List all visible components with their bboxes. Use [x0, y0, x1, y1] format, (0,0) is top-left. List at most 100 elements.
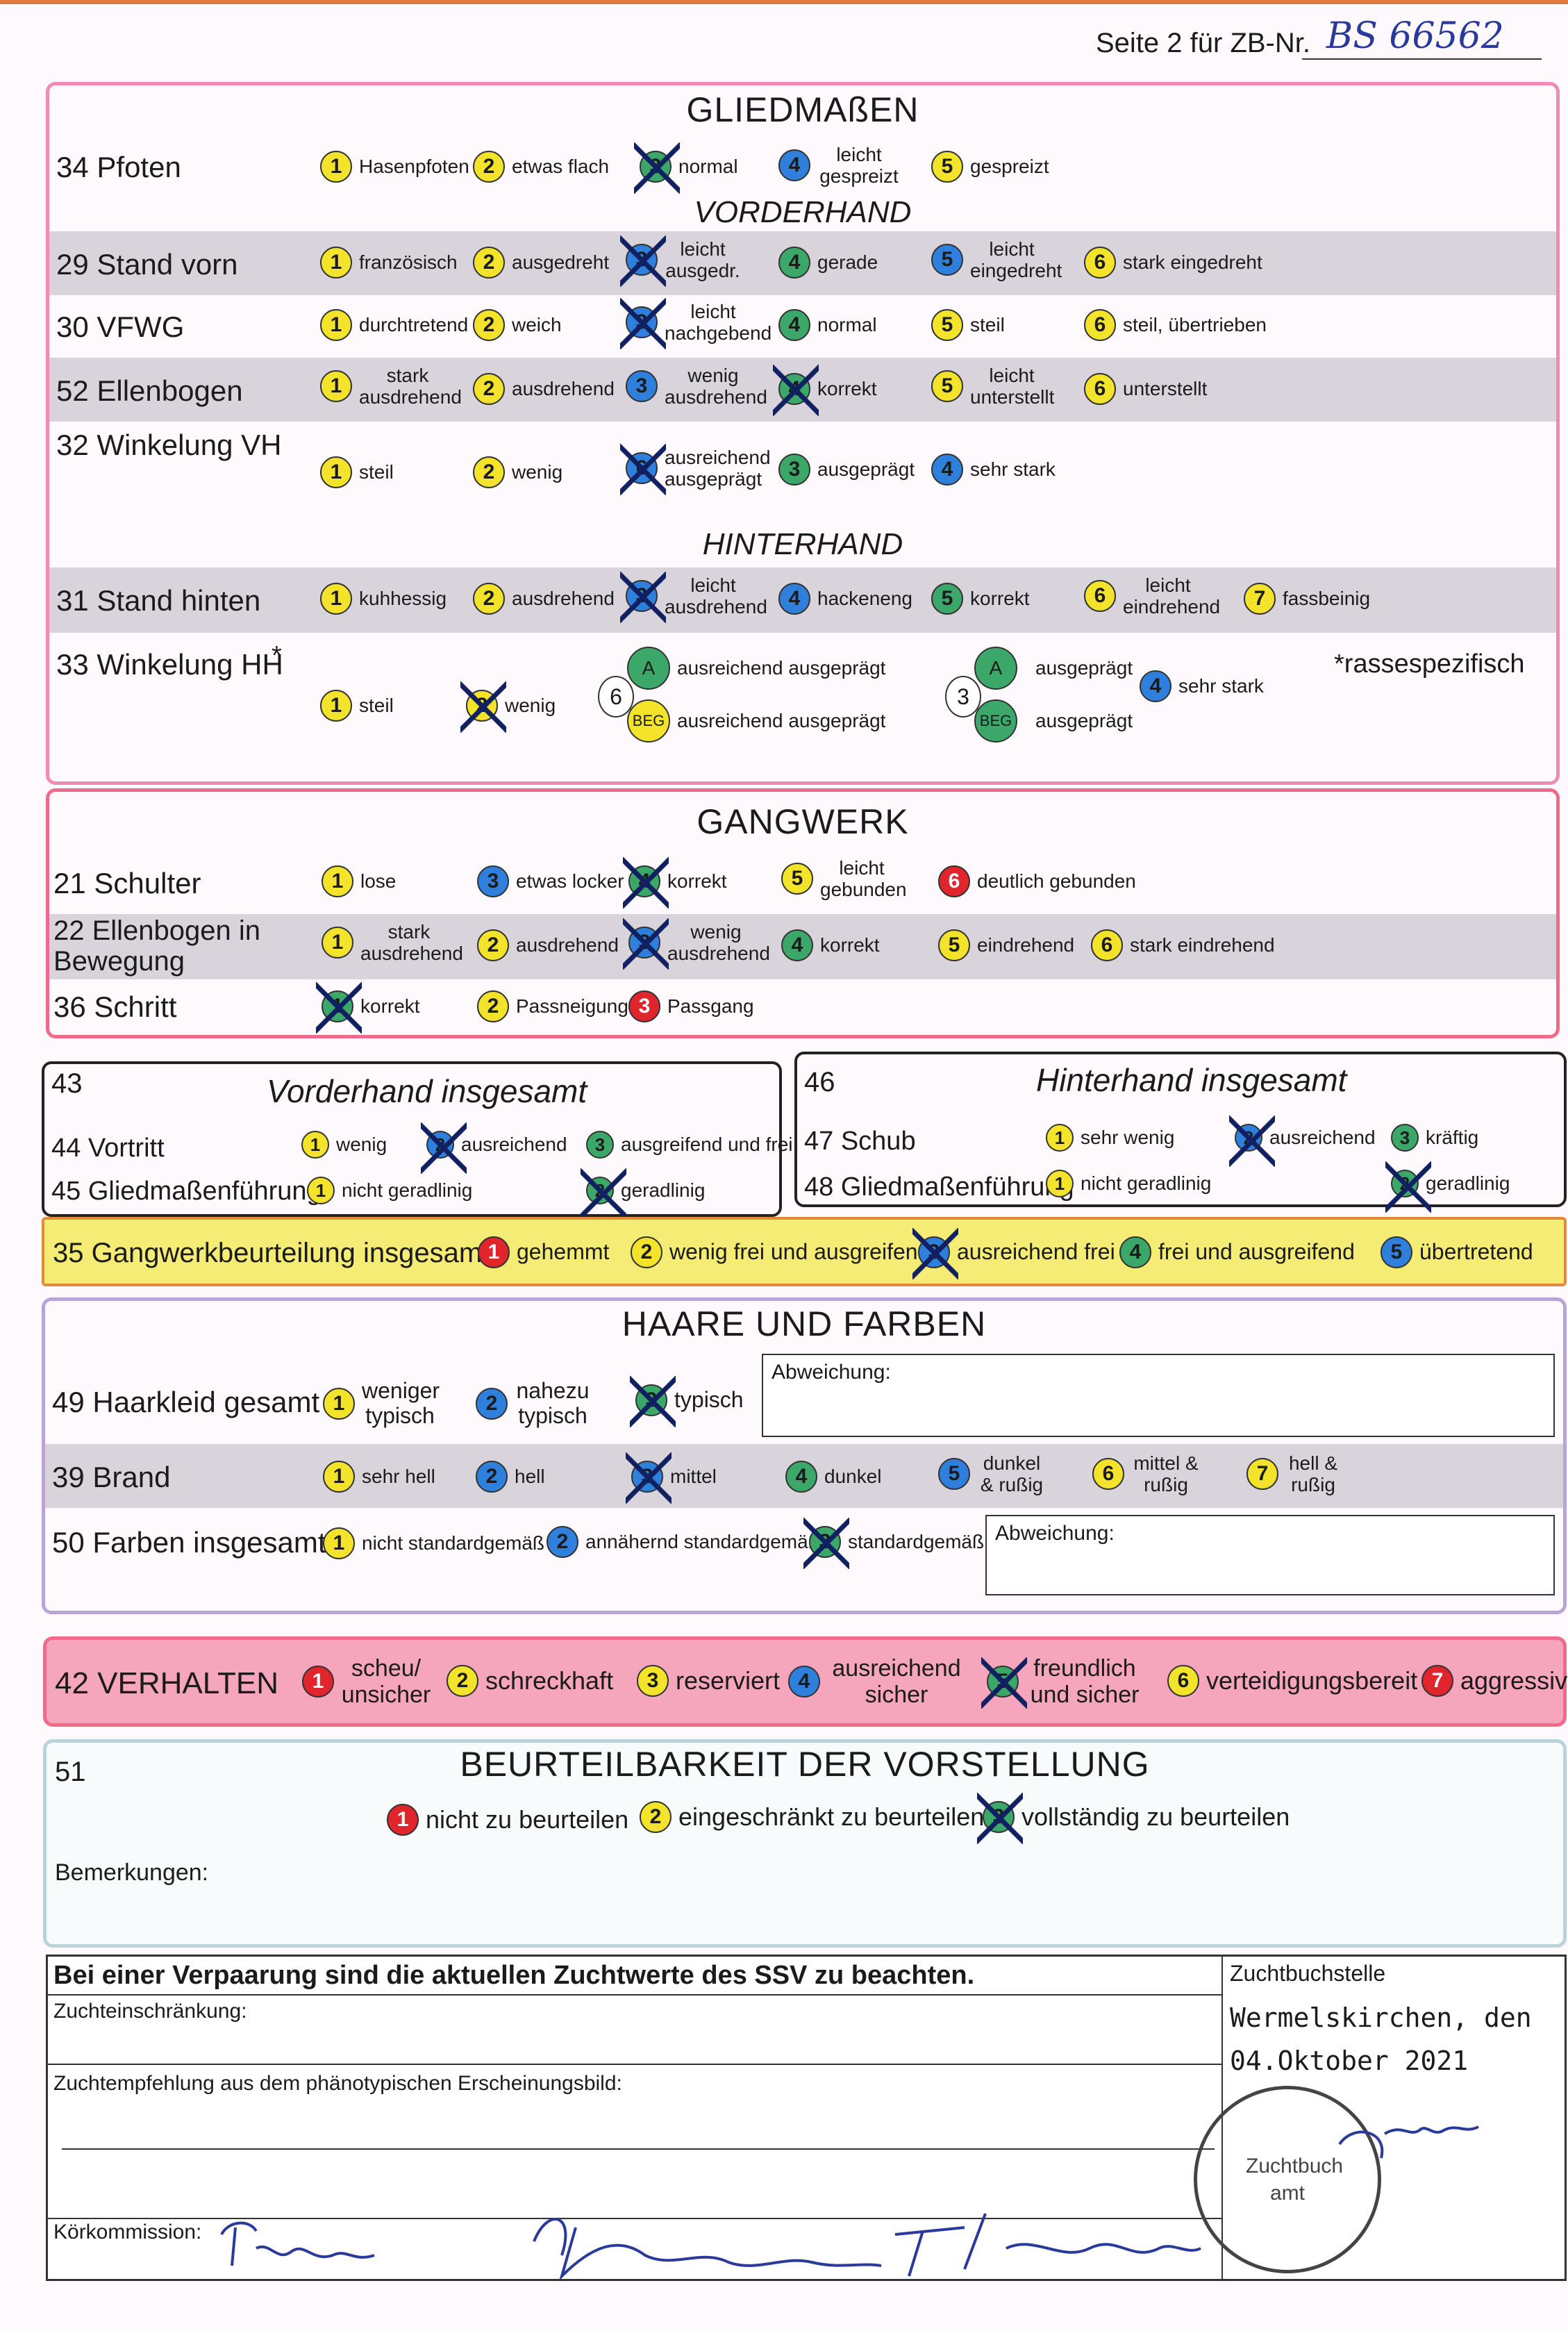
code-circle-6: 6: [598, 676, 634, 717]
zb-number[interactable]: BS 66562: [1326, 15, 1504, 57]
abweichung-haarkleid-field[interactable]: Abweichung:: [762, 1354, 1555, 1437]
abweichung-farben-field[interactable]: Abweichung:: [985, 1515, 1555, 1595]
